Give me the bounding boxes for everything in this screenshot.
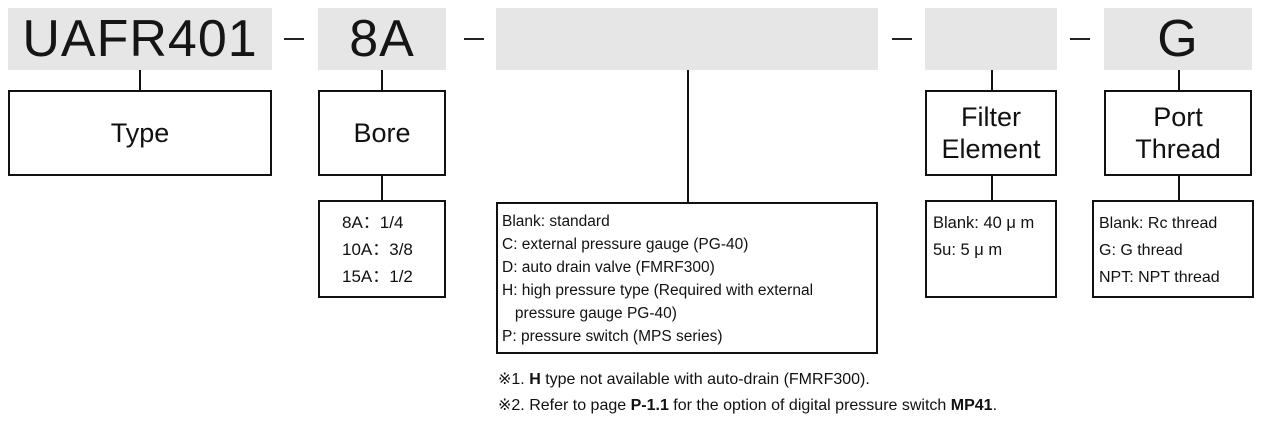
option-item: Blank: standard bbox=[502, 213, 610, 230]
code-dash bbox=[892, 38, 912, 40]
connector-bore-options bbox=[381, 176, 383, 200]
bore-option-code: 8A bbox=[342, 213, 363, 232]
bore-option: 15A：1/2 bbox=[342, 263, 444, 290]
connector-filter bbox=[991, 70, 993, 90]
footnote-2: ※2. Refer to page P-1.1 for the option o… bbox=[498, 394, 997, 418]
bore-label: Bore bbox=[353, 118, 411, 148]
footnote-2-end: . bbox=[992, 397, 998, 414]
option-item: P: pressure switch (MPS series) bbox=[502, 328, 723, 345]
bore-option-code: 10A bbox=[342, 240, 373, 259]
bore-option: 8A：1/4 bbox=[342, 209, 444, 236]
option-item: pressure gauge PG-40) bbox=[502, 305, 677, 322]
filter-label-line2: Element bbox=[941, 134, 1041, 164]
footnote-2-prefix: ※2. Refer to page bbox=[498, 397, 631, 414]
connector-option bbox=[687, 70, 689, 202]
footnote-1-bold: H bbox=[529, 371, 541, 388]
port-label-line1: Port bbox=[1153, 102, 1203, 132]
option-item: D: auto drain valve (FMRF300) bbox=[502, 259, 715, 276]
filter-option: 5u: 5 μ m bbox=[933, 241, 1003, 259]
option-item: H: high pressure type (Required with ext… bbox=[502, 282, 814, 299]
filter-option: Blank: 40 μ m bbox=[933, 214, 1035, 232]
footnote-2-page-ref: P-1.1 bbox=[630, 397, 669, 414]
filter-label-line1: Filter bbox=[961, 102, 1021, 132]
bore-label-box: Bore bbox=[318, 90, 446, 176]
bore-option: 10A：3/8 bbox=[342, 236, 444, 263]
bore-option-sep: ： bbox=[372, 240, 390, 259]
footnote-1: ※1. H type not available with auto-drain… bbox=[498, 368, 870, 392]
type-label-box: Type bbox=[8, 90, 272, 176]
code-type-cell: UAFR401 bbox=[8, 8, 272, 70]
code-filter-cell bbox=[925, 8, 1057, 70]
port-label-box: Port Thread bbox=[1104, 90, 1252, 176]
code-type-text: UAFR401 bbox=[22, 10, 258, 68]
port-label-line2: Thread bbox=[1135, 134, 1221, 164]
connector-bore bbox=[381, 70, 383, 90]
code-dash bbox=[1070, 38, 1090, 40]
port-option: Blank: Rc thread bbox=[1099, 215, 1218, 232]
footnote-2-mid: for the option of digital pressure switc… bbox=[668, 397, 951, 414]
port-option: G: G thread bbox=[1099, 242, 1183, 259]
filter-options-box: Blank: 40 μ m 5u: 5 μ m bbox=[925, 200, 1057, 298]
bore-option-size: 3/8 bbox=[389, 240, 413, 259]
bore-option-code: 15A bbox=[342, 267, 373, 286]
bore-option-size: 1/4 bbox=[379, 213, 404, 232]
code-dash bbox=[284, 38, 304, 40]
bore-option-size: 1/2 bbox=[389, 267, 413, 286]
code-option-cell bbox=[496, 8, 878, 70]
code-port-text: G bbox=[1157, 10, 1199, 68]
option-list-box: Blank: standard C: external pressure gau… bbox=[496, 202, 878, 354]
connector-filter-options bbox=[991, 176, 993, 200]
code-dash bbox=[464, 38, 484, 40]
connector-port-options bbox=[1178, 176, 1180, 200]
connector-port bbox=[1178, 70, 1180, 90]
footnote-1-prefix: ※1. bbox=[498, 371, 530, 388]
code-bore-cell: 8A bbox=[318, 8, 446, 70]
connector-type bbox=[139, 70, 141, 90]
type-label: Type bbox=[110, 118, 170, 148]
bore-option-sep: ： bbox=[372, 267, 390, 286]
port-options-box: Blank: Rc thread G: G thread NPT: NPT th… bbox=[1092, 200, 1254, 298]
code-port-cell: G bbox=[1104, 8, 1252, 70]
footnote-1-rest: type not available with auto-drain (FMRF… bbox=[540, 371, 870, 388]
filter-label-box: Filter Element bbox=[925, 90, 1057, 176]
code-bore-text: 8A bbox=[349, 10, 415, 68]
bore-option-sep: ： bbox=[362, 213, 380, 232]
port-option: NPT: NPT thread bbox=[1099, 269, 1220, 286]
option-item: C: external pressure gauge (PG-40) bbox=[502, 236, 749, 253]
footnote-2-model-ref: MP41 bbox=[950, 397, 993, 414]
bore-options-box: 8A：1/4 10A：3/8 15A：1/2 bbox=[318, 200, 446, 298]
